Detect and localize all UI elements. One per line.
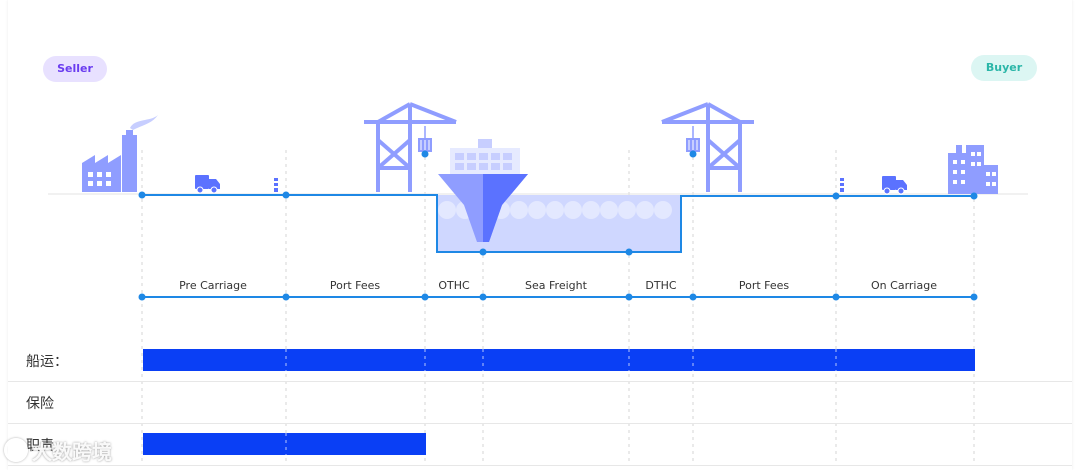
crane-icon	[662, 104, 754, 192]
watermark-logo-icon	[4, 438, 28, 462]
responsibility-bar	[143, 433, 426, 455]
truck-icon	[195, 175, 220, 193]
shipping-bar	[143, 349, 975, 371]
row-divider	[8, 465, 1072, 466]
port-marker-icon	[274, 178, 278, 192]
row-label-insurance: 保险	[26, 393, 54, 413]
segment-label-port-fees-origin: Port Fees	[330, 279, 381, 292]
row-label-shipping: 船运：	[26, 351, 68, 371]
buildings-icon	[948, 145, 998, 194]
container-hook-icon	[418, 126, 432, 152]
segment-label-sea-freight: Sea Freight	[525, 279, 588, 292]
segment-label-othc: OTHC	[438, 279, 470, 292]
container-hook-icon	[686, 126, 700, 152]
watermark: 大数跨境	[4, 434, 112, 466]
truck-icon	[882, 176, 907, 194]
port-marker-icon	[840, 178, 844, 192]
row-divider	[8, 381, 1072, 382]
row-divider	[8, 423, 1072, 424]
segment-label-port-fees-destination: Port Fees	[739, 279, 790, 292]
watermark-text: 大数跨境	[32, 436, 112, 465]
factory-icon	[82, 115, 158, 192]
segment-label-on-carriage: On Carriage	[871, 279, 937, 292]
segment-label-pre-carriage: Pre Carriage	[179, 279, 247, 292]
segment-label-dthc: DTHC	[645, 279, 676, 292]
